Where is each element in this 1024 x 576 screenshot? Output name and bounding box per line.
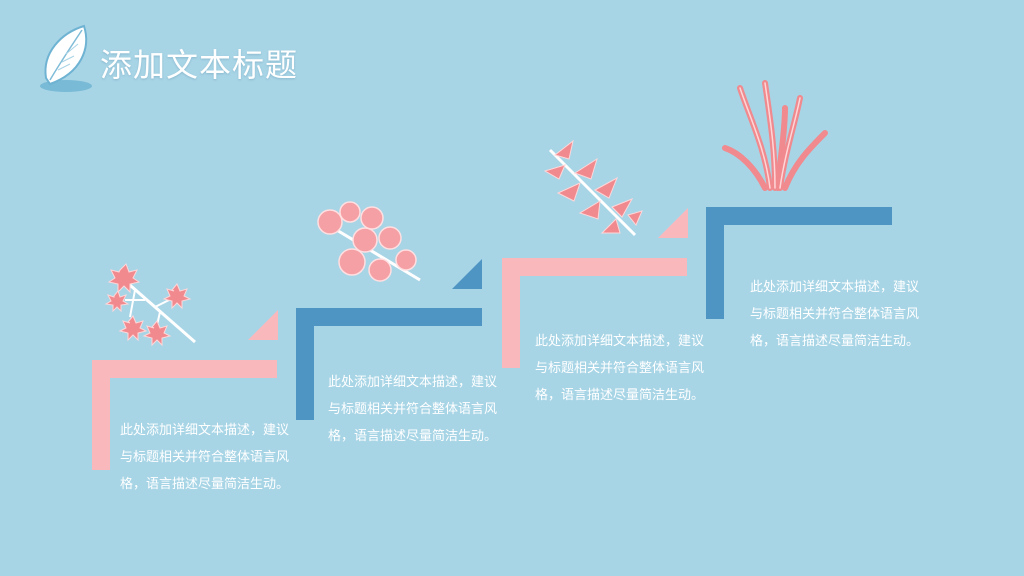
step1-vertical-bar: [92, 360, 110, 470]
step2-description: 此处添加详细文本描述，建议与标题相关并符合整体语言风格，语言描述尽量简洁生动。: [328, 375, 498, 444]
step3-vertical-bar: [502, 258, 520, 368]
chrysanthemum-leaves-icon: [317, 201, 421, 282]
step4-horizontal-bar: [706, 207, 892, 225]
fern-branch-icon: [543, 139, 643, 237]
step2-vertical-bar: [296, 308, 314, 420]
step3-description: 此处添加详细文本描述，建议与标题相关并符合整体语言风格，语言描述尽量简洁生动。: [535, 334, 705, 403]
step2-corner-triangle: [452, 259, 482, 289]
page-title: 添加文本标题: [100, 46, 299, 84]
step4-description: 此处添加详细文本描述，建议与标题相关并符合整体语言风格，语言描述尽量简洁生动。: [750, 280, 920, 349]
step1-corner-triangle: [248, 310, 278, 340]
maple-sprig-icon: [104, 263, 196, 347]
step3-corner-triangle: [658, 208, 688, 238]
step1-horizontal-bar: [92, 360, 277, 378]
step1-description: 此处添加详细文本描述，建议与标题相关并符合整体语言风格，语言描述尽量简洁生动。: [120, 423, 290, 492]
step3-horizontal-bar: [502, 258, 687, 276]
leaf-logo-icon: [40, 24, 92, 92]
grass-blades-icon: [722, 80, 828, 191]
step2-horizontal-bar: [296, 308, 482, 326]
step4-vertical-bar: [706, 207, 724, 319]
